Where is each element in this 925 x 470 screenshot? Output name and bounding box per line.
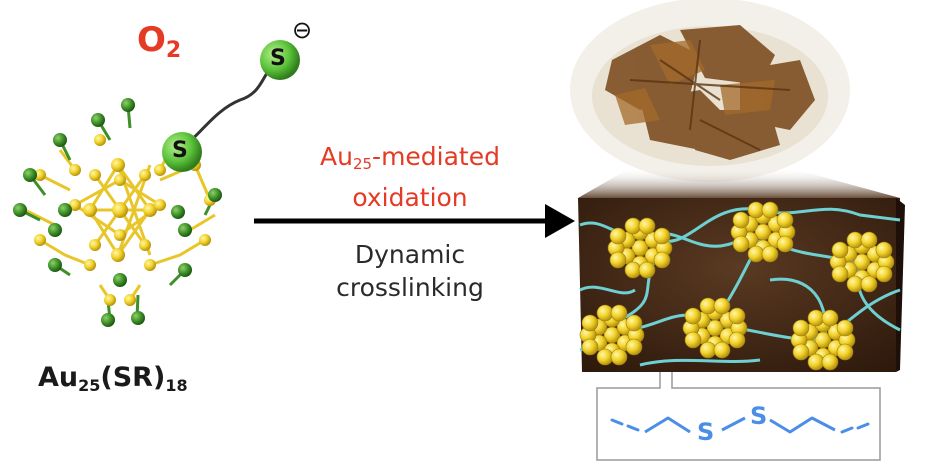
gel-photo	[570, 0, 850, 182]
oxygen-label: O2	[137, 20, 182, 63]
gold-nanocluster	[829, 231, 895, 293]
sulfur-atom-thiolate	[260, 40, 300, 80]
bound-sulfur-label: S	[172, 138, 188, 163]
zoom-wedge	[578, 168, 900, 198]
sulfur-atom-bound	[162, 132, 202, 172]
gold-nanocluster	[607, 217, 673, 279]
disulfide-s2-label: S	[750, 402, 768, 430]
thiolate-sulfur-label: S	[270, 46, 286, 71]
disulfide-callout	[596, 372, 881, 461]
thiolate-chain	[182, 60, 279, 149]
disulfide-s1-label: S	[697, 418, 715, 446]
negative-charge-icon: ⊖	[292, 16, 313, 44]
gel-network	[578, 198, 905, 372]
arrow-label-oxidation: Au25-mediated oxidation	[320, 142, 500, 212]
reaction-arrow-head	[545, 204, 575, 238]
gold-nanocluster	[790, 309, 856, 371]
gold-nanocluster	[579, 304, 645, 366]
gold-nanocluster	[730, 201, 796, 263]
sulfur-atoms	[13, 98, 222, 327]
au25-cluster	[13, 98, 222, 327]
cluster-formula-label: Au25(SR)18	[38, 362, 188, 395]
arrow-label-crosslinking: Dynamic crosslinking	[336, 240, 484, 302]
gold-nanocluster	[682, 297, 748, 359]
au-clusters	[579, 201, 895, 371]
